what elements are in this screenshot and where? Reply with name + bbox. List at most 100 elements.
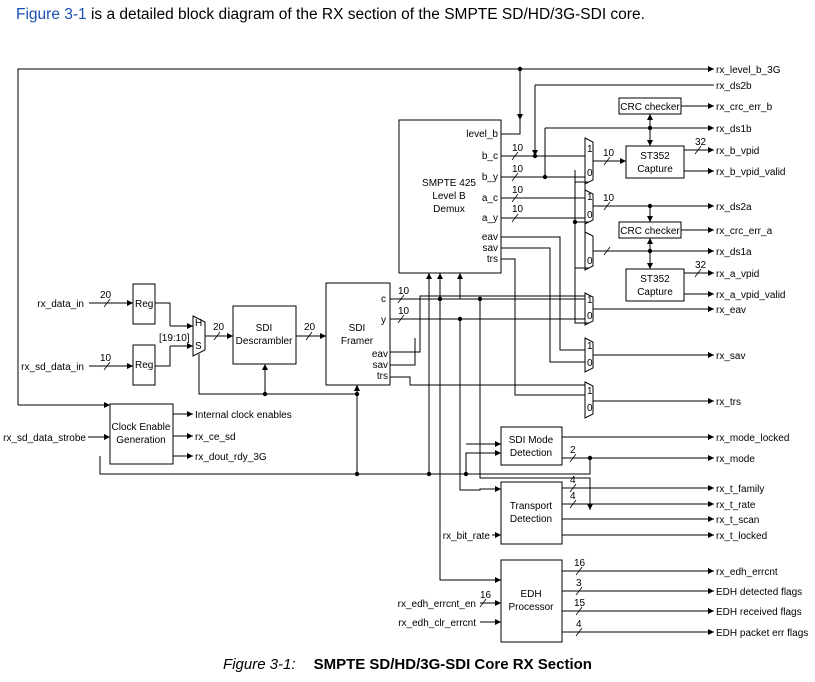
label-rx-trs: rx_trs — [716, 397, 741, 408]
st352-a-line2: Capture — [637, 287, 673, 298]
mux-b-y-pin0: 0 — [587, 210, 593, 221]
mux-b-y-pin1: 1 — [587, 192, 593, 203]
label-rx-edh-errcnt: rx_edh_errcnt — [716, 567, 778, 578]
label-internal-clock-enables: Internal clock enables — [195, 410, 292, 421]
demux-port-trs: trs — [487, 254, 498, 265]
label-rx-ds1b: rx_ds1b — [716, 124, 752, 135]
label-rx-t-family: rx_t_family — [716, 484, 764, 495]
wires — [17, 66, 714, 635]
label-rx-mode-locked: rx_mode_locked — [716, 433, 789, 444]
clock-enable-line1: Clock Enable — [112, 422, 171, 433]
width-a-y: 10 — [512, 204, 524, 215]
mux-b-c — [584, 137, 594, 185]
label-rx-ds2a: rx_ds2a — [716, 202, 752, 213]
label-rx-b-vpid: rx_b_vpid — [716, 146, 759, 157]
st352-b-block — [625, 145, 685, 179]
sdi-mode-block — [500, 426, 563, 466]
edh-line2: Processor — [508, 602, 554, 613]
width-a-c: 10 — [512, 185, 524, 196]
mux-s-label: S — [195, 341, 202, 352]
junctions — [262, 66, 653, 477]
label-rx-sd-data-strobe: rx_sd_data_strobe — [3, 433, 86, 444]
framer-port-eav: eav — [372, 349, 388, 360]
framer-port-trs: trs — [377, 371, 388, 382]
mux-bits-label: [19:10] — [159, 333, 190, 344]
width-framer-c: 10 — [398, 286, 410, 297]
reg-top-block — [132, 283, 156, 325]
framer-line1: SDI — [349, 323, 366, 334]
intro-text: Figure 3-1 is a detailed block diagram o… — [16, 6, 645, 24]
clock-output-labels: Internal clock enables rx_ce_sd rx_dout_… — [195, 410, 292, 463]
mux-a — [584, 231, 594, 271]
demux-port-level-b: level_b — [466, 129, 498, 140]
label-rx-ds1a: rx_ds1a — [716, 247, 752, 258]
label-edh-received-flags: EDH received flags — [716, 607, 802, 618]
clock-enable-block — [109, 403, 174, 465]
width-edh-received: 15 — [574, 598, 586, 609]
demux-port-b-y: b_y — [482, 172, 498, 183]
mux-trs-pin1: 1 — [587, 386, 593, 397]
sdi-mode-line2: Detection — [510, 448, 552, 459]
width-edh-packet: 4 — [576, 619, 582, 630]
figure-link[interactable]: Figure 3-1 — [16, 6, 87, 23]
edh-block — [500, 559, 563, 643]
width-framer-y: 10 — [398, 306, 410, 317]
edh-line1: EDH — [520, 589, 541, 600]
width-b-y: 10 — [512, 164, 524, 175]
st352-b-line1: ST352 — [640, 151, 670, 162]
input-mux — [192, 315, 206, 357]
mux-sav-pin0: 0 — [587, 358, 593, 369]
framer-line2: Framer — [341, 336, 374, 347]
reg-bottom-label: Reg — [135, 360, 153, 371]
label-rx-bit-rate: rx_bit_rate — [443, 531, 491, 542]
crc-checker-b-label: CRC checker — [620, 102, 680, 113]
framer-block — [325, 282, 391, 386]
mux-trs — [584, 381, 594, 419]
width-b-c: 10 — [512, 143, 524, 154]
label-rx-t-rate: rx_t_rate — [716, 500, 756, 511]
mux-sav — [584, 337, 594, 373]
mux-b-c-pin1: 1 — [587, 144, 593, 155]
width-edh-detected: 3 — [576, 578, 582, 589]
framer-port-sav: sav — [372, 360, 388, 371]
label-rx-ds2b: rx_ds2b — [716, 81, 752, 92]
st352-a-line1: ST352 — [640, 274, 670, 285]
demux-port-a-y: a_y — [482, 213, 498, 224]
transport-block — [500, 481, 563, 545]
width-ds1b: 10 — [603, 148, 615, 159]
label-rx-t-scan: rx_t_scan — [716, 515, 759, 526]
label-rx-data-in: rx_data_in — [37, 299, 84, 310]
label-rx-crc-err-a: rx_crc_err_a — [716, 226, 773, 237]
descrambler-line1: SDI — [256, 323, 273, 334]
label-rx-b-vpid-valid: rx_b_vpid_valid — [716, 167, 786, 178]
label-rx-dout-rdy-3g: rx_dout_rdy_3G — [195, 452, 267, 463]
mux-b-c-pin0: 0 — [587, 168, 593, 179]
width-rx-sd-data-in: 10 — [100, 353, 112, 364]
width-rx-t-family: 4 — [570, 475, 576, 486]
width-b-vpid: 32 — [695, 137, 707, 148]
label-rx-sav: rx_sav — [716, 351, 745, 362]
width-rx-edh-errcnt-en: 16 — [480, 590, 492, 601]
reg-bottom-block — [132, 344, 156, 386]
input-labels: rx_data_in rx_sd_data_in rx_sd_data_stro… — [3, 299, 490, 629]
figure-caption: Figure 3-1:SMPTE SD/HD/3G-SDI Core RX Se… — [0, 656, 815, 673]
label-rx-sd-data-in: rx_sd_data_in — [21, 362, 84, 373]
width-rx-edh-errcnt: 16 — [574, 558, 586, 569]
transport-line2: Detection — [510, 514, 552, 525]
width-rx-t-rate: 4 — [570, 491, 576, 502]
framer-port-c: c — [381, 294, 386, 305]
label-rx-a-vpid: rx_a_vpid — [716, 269, 759, 280]
label-rx-mode: rx_mode — [716, 454, 755, 465]
mux-a-pin0: 0 — [587, 256, 593, 267]
clock-enable-line2: Generation — [116, 435, 165, 446]
label-rx-ce-sd: rx_ce_sd — [195, 432, 236, 443]
crc-checker-a-label: CRC checker — [620, 226, 680, 237]
width-mux-out: 20 — [213, 322, 225, 333]
width-ds2a: 10 — [603, 193, 615, 204]
rx-block-diagram: Reg Reg H S [19:10] SDI Descrambler SDI … — [3, 65, 808, 643]
mux-h-label: H — [195, 318, 202, 329]
demux-port-eav: eav — [482, 232, 498, 243]
framer-port-y: y — [381, 315, 386, 326]
mux-y-pin1: 1 — [587, 295, 593, 306]
label-rx-edh-clr-errcnt: rx_edh_clr_errcnt — [398, 618, 476, 629]
